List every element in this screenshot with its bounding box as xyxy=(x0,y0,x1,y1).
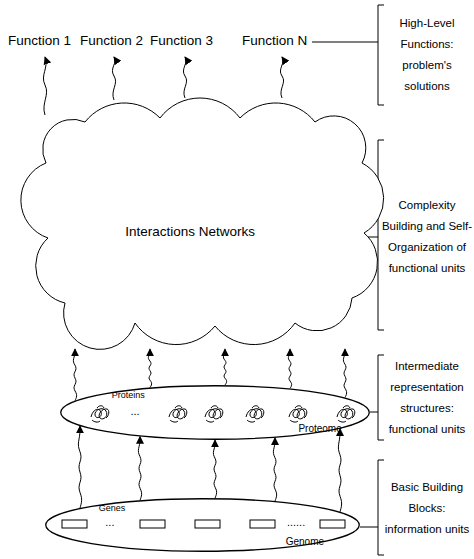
level-label: Intermediate representation structures: … xyxy=(380,356,474,440)
wavy-connector xyxy=(223,349,226,385)
function-label: Function 3 xyxy=(150,34,213,49)
wavy-connector xyxy=(343,349,346,398)
set-name: Genome xyxy=(286,536,324,547)
network-cloud: Interactions Networks xyxy=(40,108,370,333)
wavy-arrow xyxy=(43,57,46,115)
shape-outline xyxy=(40,108,370,333)
function-label: Function 2 xyxy=(80,34,143,49)
bracket xyxy=(378,460,384,555)
level-label: Basic Building Blocks: information units xyxy=(380,477,474,540)
function-label: Function 1 xyxy=(8,34,71,49)
level-label: High-Level Functions: problem's solution… xyxy=(380,13,474,97)
ellipse-outline xyxy=(61,386,370,440)
leader-line xyxy=(312,42,378,43)
wavy-arrow xyxy=(183,57,186,98)
proteome-ellipse: Proteins... Proteome xyxy=(60,385,370,440)
wavy-connector xyxy=(78,426,81,508)
wavy-connector xyxy=(338,429,341,512)
wavy-connector xyxy=(213,440,216,498)
protein-symbol xyxy=(169,406,187,422)
wavy-connector xyxy=(273,438,276,501)
gene-symbol xyxy=(320,520,345,528)
set-label: Proteins xyxy=(112,391,145,401)
ellipsis: ...... xyxy=(287,516,305,528)
ellipsis: ... xyxy=(105,516,114,528)
ellipsis: ... xyxy=(130,405,139,417)
ellipse-outline xyxy=(46,499,360,552)
wavy-arrow xyxy=(112,57,115,100)
wavy-connector xyxy=(138,437,141,501)
set-label: Genes xyxy=(99,504,126,514)
bracket xyxy=(378,355,384,440)
gene-symbol xyxy=(62,520,87,528)
wavy-connector xyxy=(288,349,291,388)
function-label: Function N xyxy=(242,34,307,49)
bracket xyxy=(378,140,384,330)
protein-symbol xyxy=(246,406,264,422)
wavy-connector xyxy=(148,349,151,388)
wavy-arrow xyxy=(280,57,283,98)
cloud-label: Interactions Networks xyxy=(125,224,255,239)
bracket xyxy=(378,5,384,105)
set-name: Proteome xyxy=(298,422,341,433)
gene-symbol xyxy=(195,520,220,528)
gene-symbol xyxy=(140,520,165,528)
level-label: Complexity Building and Self-Organizatio… xyxy=(380,195,474,279)
leader-line xyxy=(370,412,378,413)
genome-ellipse: Genes......... Genome xyxy=(45,498,360,552)
cloud-outline xyxy=(21,98,384,349)
gene-symbol xyxy=(250,520,275,528)
protein-symbol xyxy=(205,406,223,422)
protein-symbol xyxy=(91,406,109,422)
leader-line xyxy=(360,527,378,528)
wavy-connector xyxy=(73,349,76,401)
protein-symbol xyxy=(289,406,307,422)
protein-symbol xyxy=(337,406,355,422)
